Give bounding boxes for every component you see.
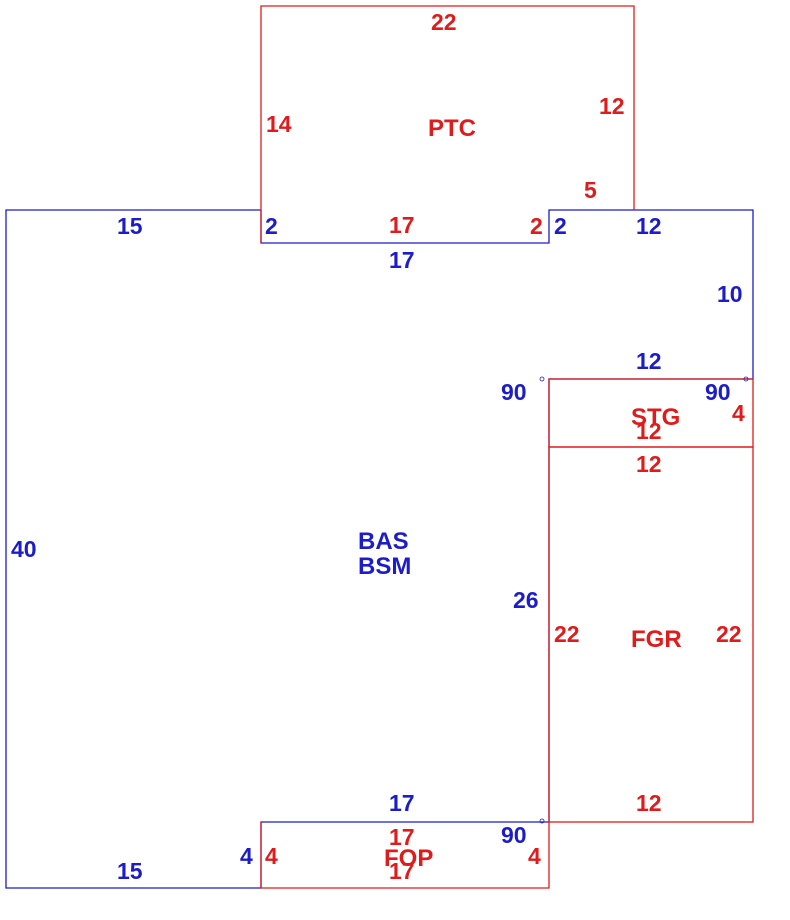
- dim-bas-porch-side: 4: [240, 843, 253, 869]
- dim-bas-bottom-left: 15: [117, 858, 143, 884]
- dim-fop-top: 17: [389, 824, 415, 850]
- dim-ptc-stub-right: 2: [530, 213, 543, 239]
- corner-marker: [539, 376, 545, 382]
- dim-stg-bottom: 12: [636, 418, 662, 444]
- corner-marker: [539, 818, 545, 824]
- dim-ptc-left: 14: [266, 111, 292, 137]
- dim-bas-top-left: 15: [117, 213, 143, 239]
- dim-bas-porch-top: 17: [389, 790, 415, 816]
- area-label-fgr: FGR: [631, 626, 682, 653]
- dim-ptc-step: 5: [584, 177, 597, 203]
- dim-fgr-left: 22: [554, 621, 580, 647]
- dim-bas-right-upper: 10: [717, 281, 743, 307]
- dim-angle-left: 90: [501, 379, 527, 405]
- dim-ptc-right: 12: [599, 93, 625, 119]
- dim-angle-bottom: 90: [501, 822, 527, 848]
- ptc-outline: [260, 5, 635, 243]
- area-label-bas: BAS: [358, 528, 409, 555]
- dim-fop-left: 4: [265, 843, 278, 869]
- area-label-stg: STG: [631, 404, 680, 431]
- dim-bas-right-lower: 26: [513, 587, 539, 613]
- dim-fgr-right: 22: [716, 621, 742, 647]
- dim-stg-right: 4: [732, 400, 745, 426]
- dim-angle-right: 90: [705, 379, 731, 405]
- dim-ptc-bottom: 17: [389, 212, 415, 238]
- area-label-bsm: BSM: [358, 553, 411, 580]
- fop-outline: [260, 822, 550, 889]
- dim-bas-step-width: 12: [636, 348, 662, 374]
- dim-fop-bottom: 17: [389, 858, 415, 884]
- dim-fgr-top: 12: [636, 451, 662, 477]
- dim-ptc-top: 22: [431, 9, 457, 35]
- dim-bas-stub-left: 2: [265, 213, 278, 239]
- fgr-outline: [548, 446, 754, 823]
- dim-fop-right: 4: [528, 843, 541, 869]
- dim-bas-left: 40: [11, 536, 37, 562]
- dim-fgr-bottom: 12: [636, 790, 662, 816]
- corner-marker: [743, 376, 749, 382]
- dim-bas-top-right: 12: [636, 213, 662, 239]
- area-label-ptc: PTC: [428, 115, 476, 142]
- area-label-fop: FOP: [384, 845, 433, 872]
- dim-bas-notch-bottom: 17: [389, 247, 415, 273]
- dim-bas-stub-right: 2: [554, 213, 567, 239]
